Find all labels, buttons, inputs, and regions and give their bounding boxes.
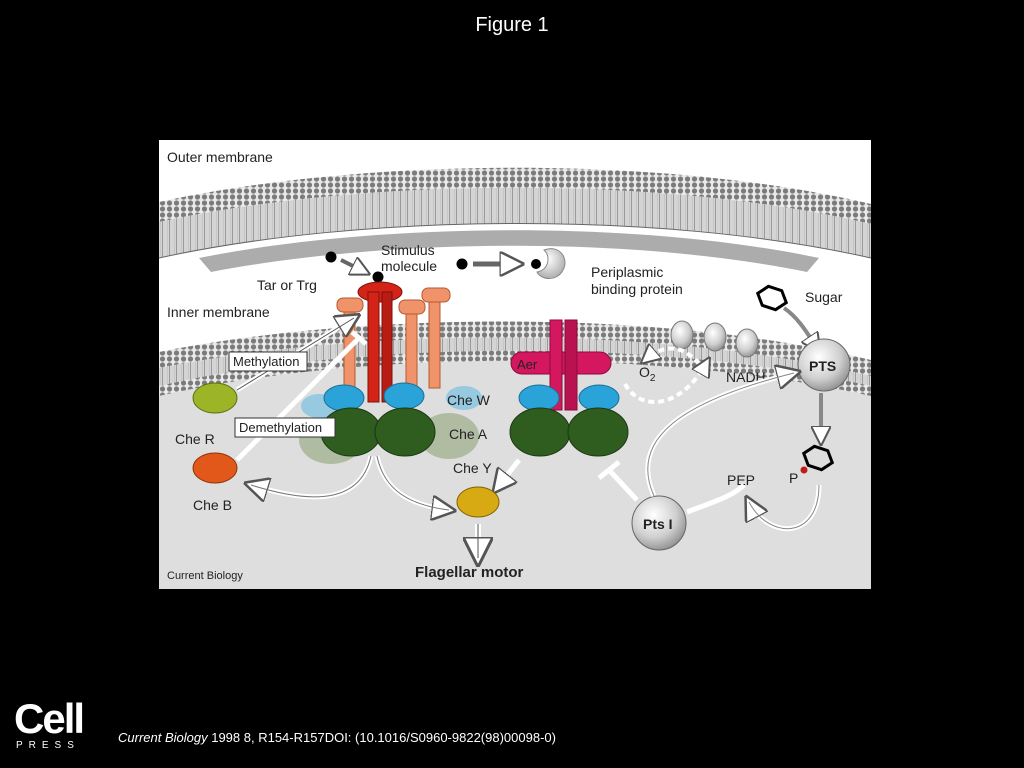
stimulus-molecule-2 bbox=[456, 258, 468, 270]
stimulus-label-line2: molecule bbox=[381, 258, 437, 274]
pts-i-label: Pts I bbox=[643, 516, 673, 532]
demethylation-label: Demethylation bbox=[239, 420, 322, 435]
cheb-protein bbox=[192, 452, 238, 484]
pep-label: PEP bbox=[727, 472, 755, 488]
stimulus-arrow bbox=[340, 260, 365, 272]
chea-label: Che A bbox=[449, 426, 488, 442]
citation-details: 1998 8, R154-R157DOI: (10.1016/S0960-982… bbox=[207, 730, 556, 745]
methylation-box bbox=[228, 351, 308, 372]
methylation-label: Methylation bbox=[233, 354, 299, 369]
pts-i-protein bbox=[631, 495, 687, 551]
citation-journal: Current Biology bbox=[118, 730, 208, 745]
stimulus-label-line1: Stimulus bbox=[381, 242, 435, 258]
chemotaxis-diagram: Outer membrane Inner membrane Stimulus m… bbox=[159, 140, 871, 589]
phospho-sugar-icon bbox=[801, 444, 835, 472]
periplasmic-binding-protein bbox=[531, 248, 566, 279]
sugar-label: Sugar bbox=[805, 289, 843, 305]
chew-label: Che W bbox=[447, 392, 491, 408]
chey-protein bbox=[456, 486, 500, 518]
tar-trg-label: Tar or Trg bbox=[257, 277, 317, 293]
periplasmic-label-line1: Periplasmic bbox=[591, 264, 663, 280]
cher-protein bbox=[192, 382, 238, 414]
aer-label: Aer bbox=[517, 357, 538, 372]
cheb-label: Che B bbox=[193, 497, 232, 513]
inner-membrane-label: Inner membrane bbox=[167, 304, 270, 320]
cher-label: Che R bbox=[175, 431, 215, 447]
outer-membrane-label: Outer membrane bbox=[167, 149, 273, 165]
chea-protein-2 bbox=[374, 407, 436, 457]
citation: Current Biology 1998 8, R154-R157DOI: (1… bbox=[118, 730, 556, 745]
figure-credit: Current Biology bbox=[167, 570, 243, 582]
demethylation-box bbox=[234, 417, 336, 438]
o2-label: O2 bbox=[639, 364, 656, 384]
chey-label: Che Y bbox=[453, 460, 492, 476]
flagellar-motor-label: Flagellar motor bbox=[415, 564, 524, 581]
pts-label: PTS bbox=[809, 358, 836, 374]
cell-press-logo: Cell PRESS bbox=[14, 695, 88, 752]
p-label: P bbox=[789, 470, 798, 486]
outer-membrane bbox=[159, 167, 871, 272]
nadh-label: NADH bbox=[726, 369, 766, 385]
tar-trg-receptor bbox=[357, 281, 403, 403]
logo-word: Cell bbox=[14, 695, 85, 742]
aer-receptor bbox=[509, 319, 629, 457]
periplasmic-label-line2: binding protein bbox=[591, 281, 683, 297]
chew-protein-1 bbox=[323, 384, 365, 412]
logo-press: PRESS bbox=[16, 740, 80, 751]
sugar-hexagon-icon bbox=[755, 284, 789, 312]
cytoplasm bbox=[159, 350, 871, 589]
chew-protein-2 bbox=[383, 382, 425, 410]
stimulus-molecule bbox=[325, 251, 337, 263]
slide-title: Figure 1 bbox=[475, 14, 549, 36]
electron-transport-proteins bbox=[670, 320, 759, 358]
stimulus-molecule-bound bbox=[372, 271, 384, 283]
